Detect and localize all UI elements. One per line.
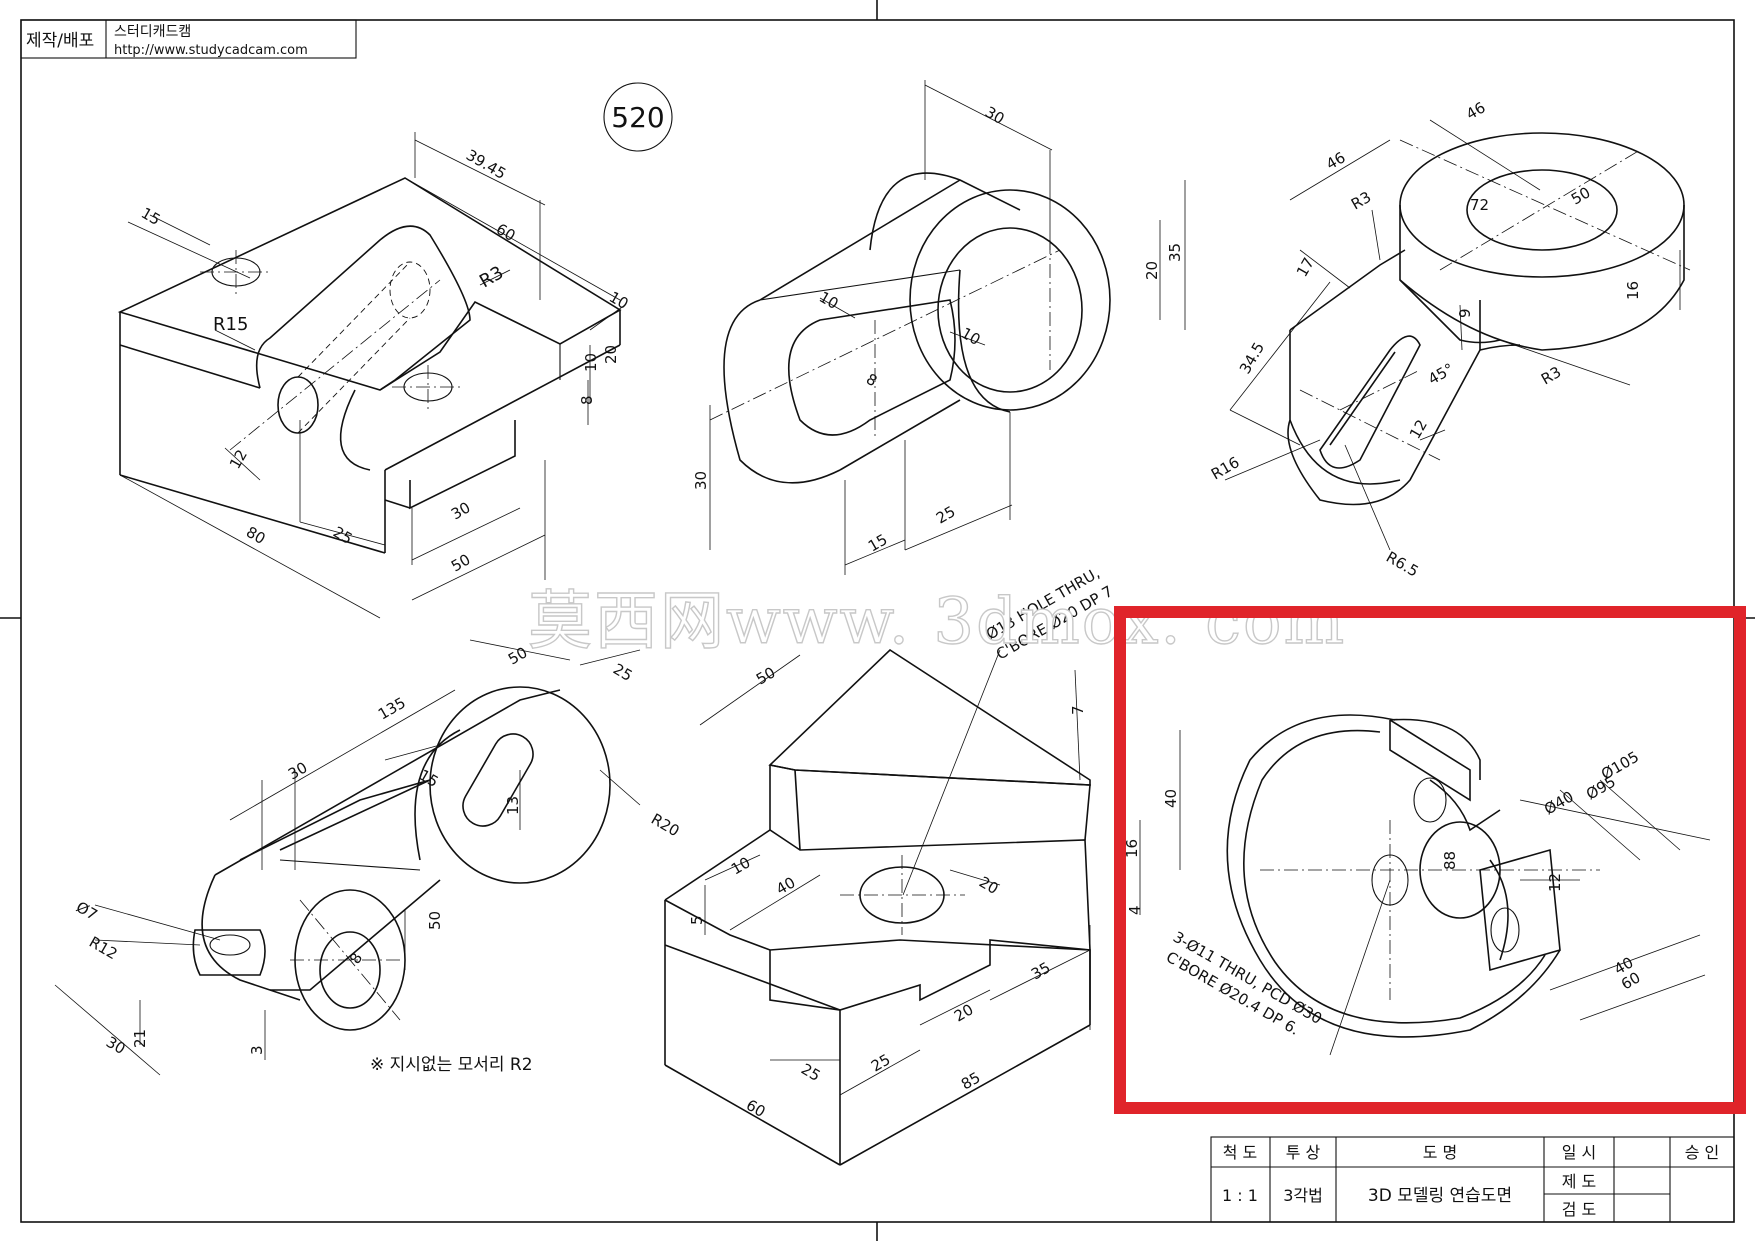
- part-1-dim: 30: [448, 498, 474, 523]
- part-2-drawing: 30 35 20 10 10 8 30 15 25: [692, 80, 1186, 575]
- part-2-dim: 30: [692, 471, 710, 490]
- part-2-dim: 15: [865, 530, 891, 555]
- part-3-dim: 72: [1470, 196, 1489, 214]
- part-3-dim: 17: [1293, 254, 1318, 280]
- part-3-dim: R3: [1348, 188, 1374, 214]
- part-3-dim: 50: [1568, 183, 1594, 208]
- part-1-dim: 60: [493, 220, 519, 245]
- part-4-dim: 8: [346, 950, 366, 967]
- part-1-dim: R15: [213, 314, 248, 335]
- part-6-drawing: Ø105 Ø95 Ø40 12 40 60 88 3-Ø11 THRU, PCD…: [1163, 714, 1711, 1056]
- part-5-dim: 16: [1123, 839, 1141, 858]
- part-1-dim: 39.45: [463, 146, 509, 183]
- title-block-approval-header: 승 인: [1685, 1143, 1720, 1162]
- title-block-date-header: 일 시: [1562, 1143, 1597, 1162]
- part-1-dim: 25: [330, 523, 356, 548]
- part-4-dim: R20: [648, 810, 683, 840]
- header-company: 스터디캐드캠: [114, 24, 191, 40]
- part-5-dim: 25: [868, 1050, 894, 1075]
- part-4-dim: 50: [426, 911, 444, 930]
- part-5-dim: 25: [798, 1060, 824, 1085]
- part-3-dim: R3: [1538, 363, 1564, 389]
- part-2-dim: 8: [863, 370, 880, 390]
- title-block-projection-value: 3각법: [1283, 1186, 1323, 1205]
- header-label: 제작/배포: [26, 31, 94, 51]
- part-4-dim: 3: [248, 1045, 266, 1055]
- part-4-dim: 50: [505, 643, 531, 668]
- title-block-title-header: 도 명: [1423, 1143, 1458, 1162]
- part-4-dim: 30: [285, 758, 311, 783]
- title-block-scale-header: 척 도: [1223, 1143, 1258, 1162]
- part-3-dim: 45°: [1425, 360, 1457, 389]
- title-block-scale-value: 1 : 1: [1222, 1186, 1258, 1205]
- title-block: 척 도 투 상 도 명 일 시 승 인 1 : 1 3각법 3D 모델링 연습도…: [1210, 1136, 1735, 1223]
- part-2-dim: 30: [982, 103, 1008, 128]
- title-block-projection-header: 투 상: [1286, 1143, 1321, 1162]
- part-1-dim: 10: [582, 353, 600, 372]
- part-1-dim: 10: [606, 288, 632, 313]
- part-2-dim: 25: [933, 502, 959, 527]
- part-1-dim: R3: [476, 262, 507, 292]
- drawing-number-badge: 520: [603, 82, 673, 152]
- part-1-dim: 20: [602, 345, 620, 364]
- part-3-dim: 16: [1624, 281, 1642, 300]
- part-5-dim: 40: [773, 873, 799, 898]
- header-url: http://www.studycadcam.com: [114, 43, 308, 58]
- part-3-dim: R16: [1208, 453, 1243, 483]
- part-5-dim: 85: [958, 1068, 984, 1093]
- part-4-drawing: 135 50 25 30 15 13 R20 Ø7 R12 8 50 21 30…: [54, 639, 683, 1076]
- part-6-dim: 88: [1441, 851, 1459, 870]
- part-5-dim: 20: [951, 1000, 977, 1025]
- part-4-dim: 30: [103, 1033, 129, 1058]
- part-6-dim: 12: [1546, 873, 1564, 892]
- part-3-dim: 34.5: [1236, 339, 1268, 377]
- highlight-frame: [1114, 606, 1746, 1114]
- title-block-drawn-label: 제 도: [1562, 1172, 1597, 1191]
- part-4-dim: 21: [131, 1029, 149, 1048]
- part-4-dim: 13: [504, 796, 522, 815]
- watermark-text: 莫西网www. 3dmox. com: [528, 585, 1346, 659]
- part-4-dim: 15: [416, 766, 442, 791]
- part-5-dim: 10: [728, 853, 754, 878]
- part-5-dim: 20: [976, 873, 1002, 898]
- part-4-dim: 135: [375, 694, 409, 724]
- part-3-dim: 9: [1456, 308, 1474, 318]
- part-2-dim: 20: [1143, 261, 1161, 280]
- part-4-dim: Ø7: [73, 898, 100, 924]
- part-3-dim: R6.5: [1383, 548, 1422, 581]
- title-block-checked-label: 검 도: [1562, 1200, 1597, 1219]
- part-5-dim: 5: [688, 915, 706, 925]
- part-4-dim: R12: [86, 933, 121, 963]
- title-block-title-value: 3D 모델링 연습도면: [1368, 1186, 1512, 1206]
- part-3-dim: 46: [1463, 98, 1489, 123]
- part-6-dim: Ø40: [1541, 787, 1577, 818]
- part-2-dim: 10: [816, 288, 842, 313]
- header-box: 제작/배포 스터디캐드캠 http://www.studycadcam.com: [20, 19, 357, 59]
- part-1-drawing: 39.45 60 10 15 R15 R3 10 20 8 12 80 25 3…: [117, 132, 632, 619]
- part-1-dim: 8: [578, 395, 596, 405]
- part-5-dim: 60: [743, 1096, 769, 1121]
- part-1-dim: 80: [243, 523, 269, 548]
- drawing-number: 520: [611, 101, 664, 134]
- part-3-drawing: 46 46 R3 72 50 16 17 9 34.5 45° 12 R3 R1…: [1208, 98, 1691, 581]
- part-1-dim: 15: [138, 204, 164, 229]
- part-3-dim: 46: [1323, 148, 1349, 173]
- part-5-dim: 40: [1162, 789, 1180, 808]
- part-5-dim: 35: [1028, 958, 1054, 983]
- part-5-dim: 4: [1126, 905, 1144, 915]
- part-5-dim: 7: [1069, 705, 1087, 715]
- part-4-dim: 25: [610, 660, 636, 685]
- general-note: ※ 지시없는 모서리 R2: [370, 1055, 533, 1075]
- part-2-dim: 35: [1166, 243, 1184, 262]
- part-3-dim: 12: [1406, 416, 1431, 442]
- part-5-dim: 50: [753, 663, 779, 688]
